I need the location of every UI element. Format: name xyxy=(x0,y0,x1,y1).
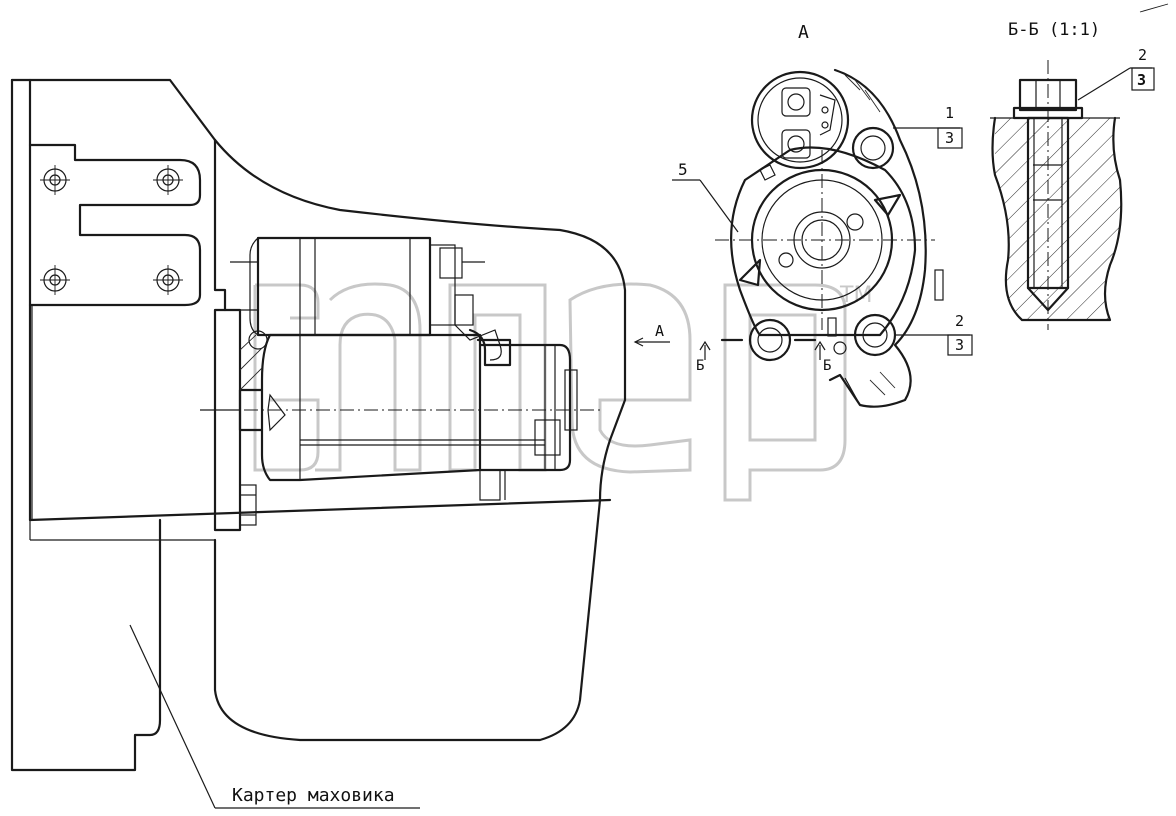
bolt-hole xyxy=(40,265,70,295)
section-bb: Б-Б (1:1) 2 3 xyxy=(990,20,1155,330)
terminal-nut xyxy=(454,294,474,326)
svg-text:1: 1 xyxy=(945,104,954,122)
bolt-hole xyxy=(40,165,70,195)
svg-text:3: 3 xyxy=(1137,71,1146,89)
view-a: А xyxy=(633,22,973,408)
end-bolt xyxy=(534,419,561,456)
starter-flange xyxy=(730,146,917,337)
motor-body xyxy=(260,333,482,482)
solenoid-end xyxy=(750,70,850,170)
flange-bolt xyxy=(239,484,257,526)
terminal-nut xyxy=(439,247,463,279)
mounting-hole xyxy=(851,126,895,170)
terminal xyxy=(781,129,811,159)
flywheel-housing xyxy=(10,78,627,772)
terminal xyxy=(781,87,811,117)
bolt-hole xyxy=(153,165,183,195)
bolt-hole xyxy=(153,265,183,295)
svg-text:2: 2 xyxy=(955,312,964,330)
view-arrow-label: А xyxy=(655,322,664,340)
svg-text:3: 3 xyxy=(955,336,964,354)
svg-text:5: 5 xyxy=(678,160,688,179)
callout-2-section: 2 3 xyxy=(1077,46,1155,101)
mounting-hole xyxy=(748,318,792,362)
cut-label-b-right: Б xyxy=(823,358,831,374)
housing-bolt-holes xyxy=(40,165,183,295)
section-bb-title: Б-Б (1:1) xyxy=(1008,20,1100,40)
view-a-title: А xyxy=(798,22,809,43)
svg-text:3: 3 xyxy=(945,129,954,147)
caption-flywheel-housing: Картер маховика xyxy=(232,785,395,806)
starter-side-view xyxy=(200,236,600,532)
callout-1: 1 3 xyxy=(893,104,963,149)
svg-text:2: 2 xyxy=(1138,46,1147,64)
callout-2: 2 3 xyxy=(895,312,973,356)
cut-label-b-left: Б xyxy=(696,358,704,374)
watermark: ТМ xyxy=(253,282,872,502)
callout-5: 5 xyxy=(672,160,739,233)
bolt xyxy=(1012,60,1084,330)
housing-callout: Картер маховика xyxy=(129,624,420,809)
motor-end-cap xyxy=(478,343,572,472)
